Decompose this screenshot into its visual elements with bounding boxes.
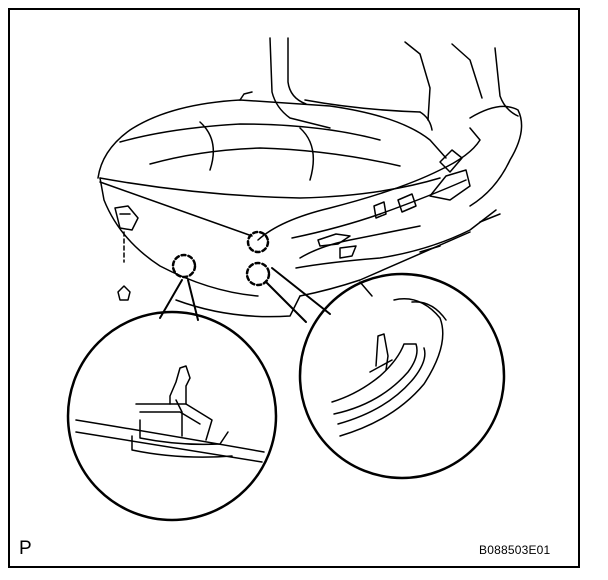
- detail-view-left: [66, 310, 278, 522]
- side-shield: [257, 105, 523, 269]
- page-letter: P: [19, 538, 32, 559]
- detail-view-right: [298, 272, 506, 480]
- clip-marker-lower: [245, 261, 271, 287]
- seat-back: [269, 37, 519, 131]
- clip-marker-left: [171, 253, 197, 279]
- figure-code: B088503E01: [479, 543, 551, 557]
- figure-frame: [8, 8, 580, 568]
- clip-markers: [171, 230, 271, 287]
- clip-marker-upper: [246, 230, 270, 254]
- seat-cushion: [97, 91, 447, 199]
- cushion-cover: [99, 177, 301, 318]
